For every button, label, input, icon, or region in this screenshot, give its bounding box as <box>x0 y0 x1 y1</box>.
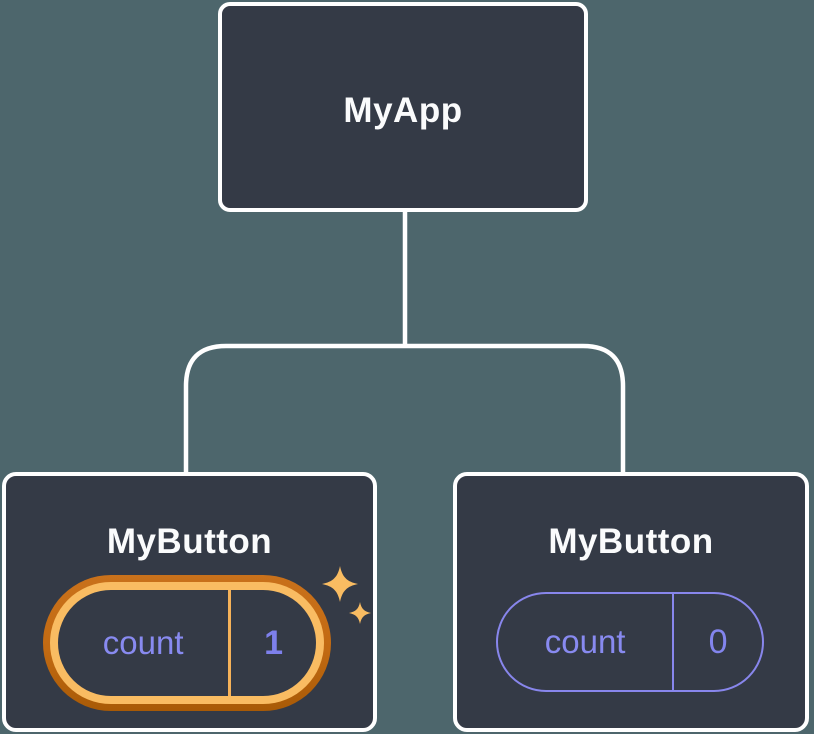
node-mybutton-right-label: MyButton <box>548 522 714 561</box>
node-myapp-label: MyApp <box>343 91 463 130</box>
node-mybutton-left-label: MyButton <box>106 522 273 561</box>
count-label: count <box>544 623 626 660</box>
node-mybutton-left: MyButton count 1 <box>2 472 377 732</box>
count-value: 1 <box>264 623 284 662</box>
pill-divider <box>672 594 675 690</box>
node-mybutton-right: MyButton count 0 <box>453 472 809 732</box>
sparkles-icon <box>322 566 371 624</box>
node-myapp: MyApp <box>218 2 588 212</box>
pill-divider <box>228 590 232 696</box>
count-pill-highlighted: count 1 <box>43 575 331 711</box>
count-pill-inner-ring: count 1 <box>50 582 324 704</box>
count-label: count <box>102 624 184 661</box>
count-value: 0 <box>708 622 728 661</box>
count-pill-plain: count 0 <box>496 592 764 692</box>
